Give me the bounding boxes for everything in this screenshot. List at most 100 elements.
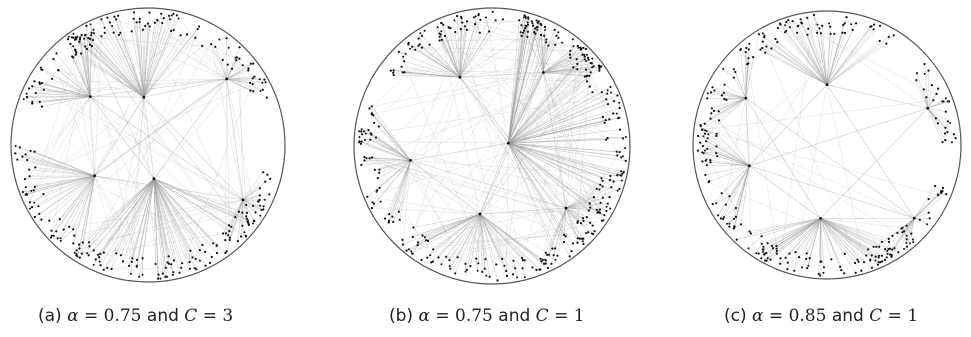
node (411, 252, 414, 255)
edge (721, 165, 750, 194)
edge (373, 160, 411, 204)
edge (748, 236, 762, 249)
node (946, 131, 949, 134)
node (618, 101, 621, 104)
node (23, 178, 27, 181)
edge (153, 178, 206, 253)
edge (543, 72, 591, 204)
node (793, 269, 796, 272)
node (523, 276, 526, 279)
edge (444, 35, 461, 78)
node (878, 39, 881, 43)
node (360, 130, 363, 133)
node (944, 126, 947, 129)
edge (29, 35, 82, 203)
node (225, 37, 228, 40)
node (261, 88, 264, 91)
node (878, 24, 882, 27)
edge (242, 174, 268, 200)
node (373, 121, 376, 124)
edge (438, 222, 578, 258)
node (936, 122, 939, 125)
edge (522, 268, 526, 278)
edge (749, 84, 828, 167)
node (601, 185, 604, 188)
node (30, 189, 33, 192)
edge (797, 25, 828, 85)
node (28, 175, 31, 178)
edge (740, 48, 749, 64)
edge (820, 218, 856, 264)
node (723, 98, 726, 101)
edge (819, 28, 828, 85)
edge (565, 207, 593, 226)
node (88, 95, 92, 98)
node (370, 105, 373, 108)
edge (210, 43, 227, 80)
node (581, 53, 584, 56)
panel-a-network (10, 7, 286, 283)
node (449, 267, 452, 270)
node (903, 248, 905, 250)
edge-layer (15, 12, 271, 279)
edge (41, 78, 227, 84)
node (905, 234, 908, 237)
edge (242, 181, 266, 200)
caption-c: (c) α = 0.85 and C = 1 (724, 306, 918, 326)
node (797, 24, 800, 27)
edge (508, 142, 624, 173)
node (238, 46, 241, 49)
edge (542, 54, 585, 260)
node-layer (14, 11, 272, 280)
edge (371, 207, 481, 215)
edge (371, 62, 592, 115)
edge (439, 39, 547, 41)
edge (466, 21, 582, 50)
node (578, 237, 581, 240)
node (927, 211, 930, 214)
edge (577, 75, 590, 222)
edge (914, 193, 947, 219)
edge (479, 213, 503, 260)
edge (412, 46, 574, 68)
node (862, 261, 866, 264)
node (111, 25, 114, 27)
node (360, 163, 363, 166)
edge (456, 15, 461, 78)
node (167, 14, 171, 17)
node (588, 74, 591, 77)
edge (820, 218, 856, 274)
edge (919, 219, 928, 225)
edge (820, 218, 883, 256)
node (459, 28, 462, 31)
node (587, 231, 590, 234)
node (115, 18, 118, 21)
node (33, 201, 36, 204)
node (723, 216, 725, 219)
edge (117, 15, 145, 98)
node (164, 275, 167, 278)
node (407, 248, 410, 251)
edge (820, 218, 889, 250)
edge (153, 178, 156, 265)
node (78, 243, 81, 246)
edge (508, 142, 574, 244)
node (620, 170, 623, 173)
edge (459, 77, 567, 209)
node (610, 91, 612, 94)
node (891, 234, 894, 237)
node (238, 57, 241, 60)
edge (765, 52, 828, 85)
node (179, 34, 182, 37)
edge (733, 77, 747, 99)
edge (820, 218, 873, 268)
edge (57, 199, 243, 239)
edge (446, 213, 481, 257)
edge (79, 37, 91, 97)
node (257, 200, 260, 203)
node (40, 68, 43, 71)
node (760, 242, 763, 245)
node (622, 137, 625, 140)
edge (38, 175, 95, 207)
